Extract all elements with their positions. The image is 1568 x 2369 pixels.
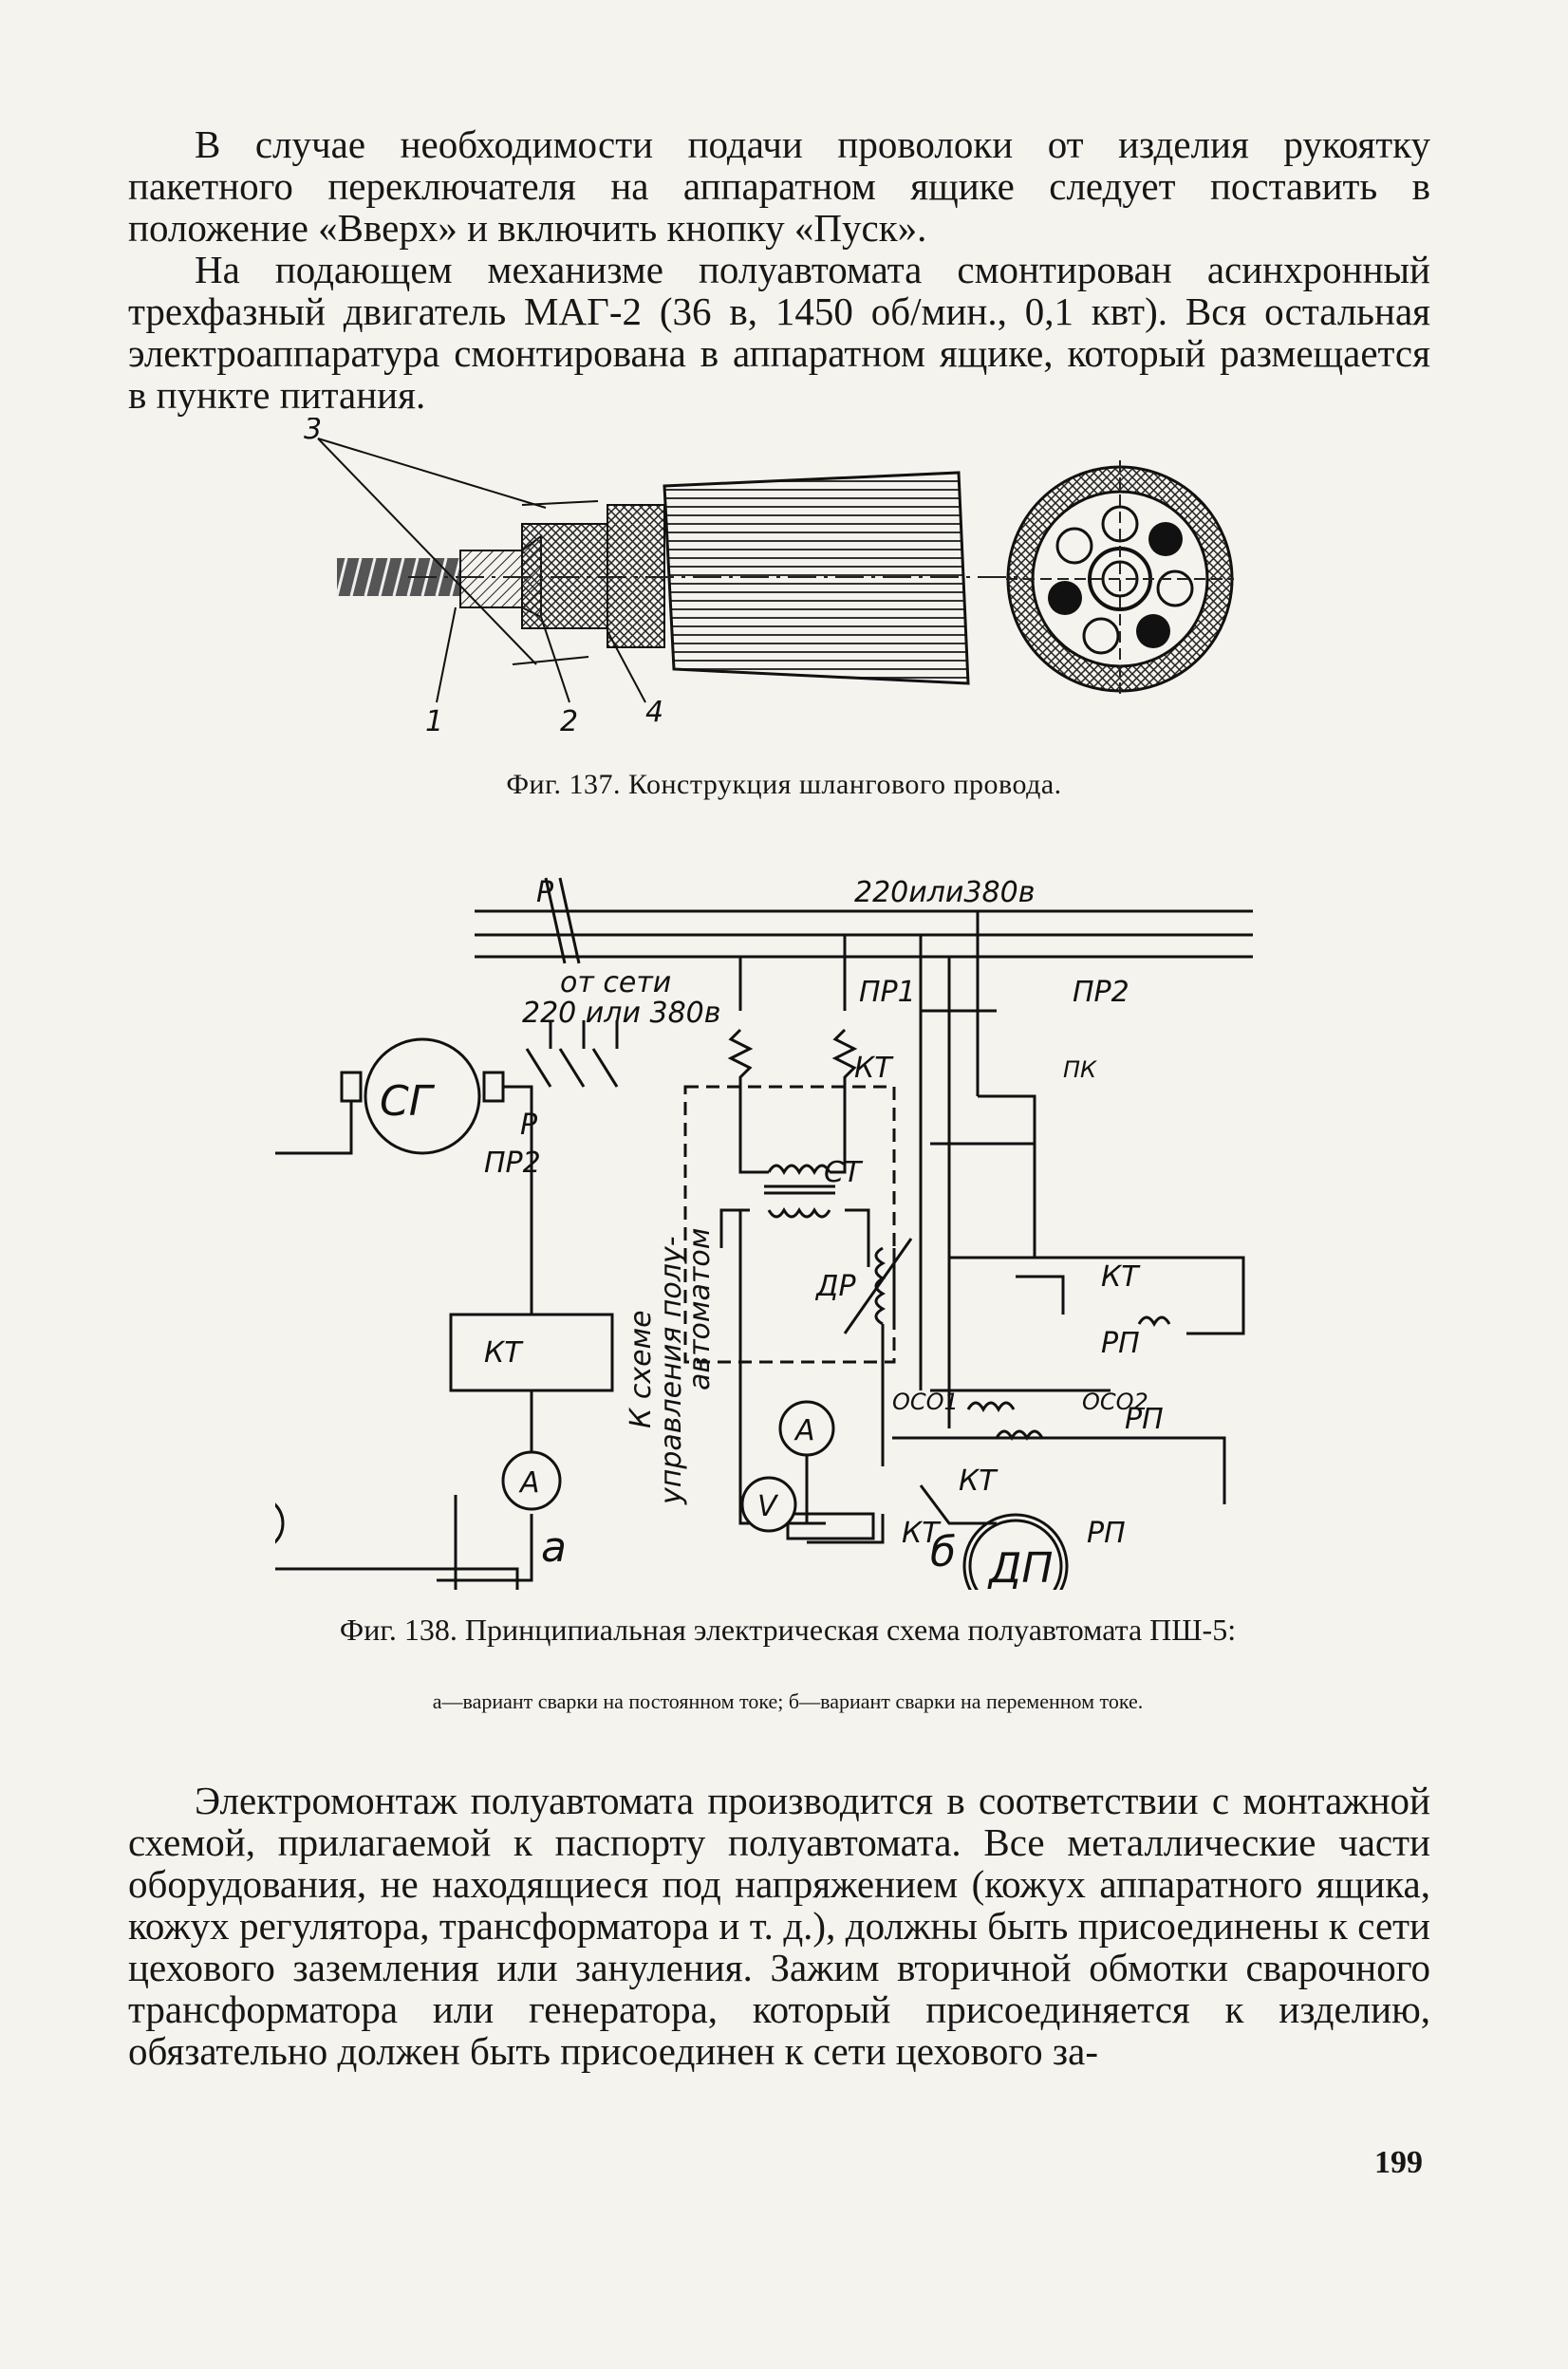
label-generator: СГ — [380, 1077, 436, 1126]
figure-138-schematic: СГ А V А V ДП 220или380в Р от сети 220 и… — [275, 876, 1253, 1590]
label-to-control-3: автоматом — [683, 1228, 717, 1390]
label-rp-contact: РП — [1087, 1517, 1126, 1550]
label-rp: РП — [1101, 1327, 1140, 1360]
label-variant-a: а — [541, 1523, 567, 1572]
label-to-control-1: К схеме — [625, 1310, 658, 1428]
label-oso1: ОСО1 — [892, 1389, 959, 1415]
label-variant-b: б — [930, 1528, 956, 1576]
figure-137-caption: Фиг. 137. Конструкция шлангового провода… — [506, 769, 1062, 800]
label-st: СТ — [824, 1156, 864, 1189]
label-dr: ДР — [814, 1270, 856, 1303]
label-pr2: ПР2 — [1073, 976, 1129, 1009]
paragraph-2: На подающем механизме полуавтомата смонт… — [128, 248, 1430, 417]
label-2: 2 — [560, 705, 578, 738]
label-4: 4 — [645, 696, 663, 729]
spiral-core — [335, 557, 462, 597]
label-kt-a: КТ — [484, 1336, 524, 1370]
label-voltmeter-b: V — [757, 1490, 779, 1523]
label-from-net-1: от сети — [560, 966, 671, 999]
label-oso2: ОСО2 — [1082, 1389, 1148, 1415]
figure-138-caption: Фиг. 138. Принципиальная электрическая с… — [339, 1613, 1237, 1647]
label-pk: ПК — [1063, 1056, 1097, 1083]
label-from-net-2: 220 или 380в — [522, 997, 720, 1030]
cable-cross-section — [1006, 460, 1234, 698]
label-kt-relay: КТ — [1101, 1260, 1141, 1294]
label-kt-transformer: КТ — [854, 1052, 894, 1085]
figure-137-hose-cable: 3 1 2 4 — [304, 418, 1234, 738]
label-to-control-2: управления полу- — [655, 1236, 688, 1505]
label-rp-2: РП — [1125, 1403, 1164, 1436]
label-switch-p-a: Р — [520, 1109, 538, 1142]
label-ammeter-b: А — [793, 1414, 815, 1447]
label-pr1: ПР1 — [859, 976, 916, 1009]
label-pr2-a: ПР2 — [484, 1147, 541, 1180]
label-switch-p-top: Р — [536, 876, 554, 909]
figure-138-subcaption: а—вариант сварки на постоянном токе; б—в… — [432, 1689, 1144, 1713]
label-ammeter-a: А — [518, 1466, 540, 1500]
paragraph-3: Электромонтаж полуавтомата производится … — [128, 1779, 1430, 2073]
paragraph-1: В случае необходимости подачи проволоки … — [128, 122, 1430, 250]
label-kt-contact: КТ — [959, 1464, 999, 1498]
label-kt-contact-2: КТ — [902, 1517, 942, 1550]
page-number: 199 — [1374, 2145, 1423, 2180]
label-motor-dp: ДП — [987, 1544, 1053, 1590]
label-supply-voltage: 220или380в — [854, 876, 1035, 909]
label-1: 1 — [425, 705, 443, 738]
label-3: 3 — [304, 418, 322, 446]
